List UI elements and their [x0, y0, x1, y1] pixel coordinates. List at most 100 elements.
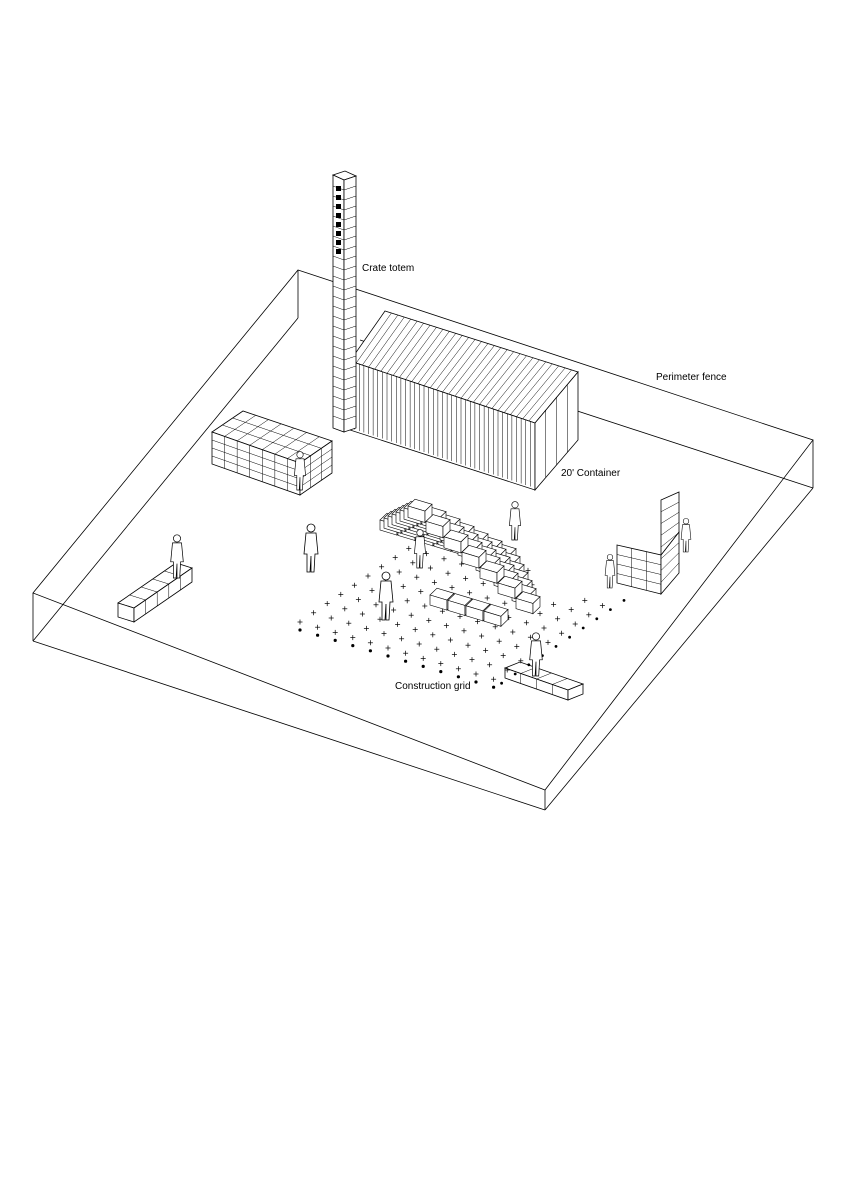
totem-row — [343, 355, 357, 361]
crate-edge — [552, 678, 568, 685]
grid-cross — [572, 621, 578, 627]
container-rib — [405, 329, 444, 380]
grid-cross — [416, 641, 422, 647]
crate-row-left — [117, 562, 193, 623]
grid-cross — [346, 620, 352, 626]
grid-cross — [500, 653, 506, 659]
crate-edge — [660, 501, 680, 512]
crate-edge — [299, 448, 333, 472]
grid-axis-marker — [492, 685, 496, 689]
grid-cross — [568, 607, 574, 613]
grid-axis-marker — [333, 638, 337, 643]
crate-edge — [129, 594, 146, 601]
totem-row — [343, 395, 357, 401]
totem-row — [332, 375, 345, 381]
grid-cross — [599, 603, 605, 609]
grid-cross — [373, 602, 379, 608]
grid-axis-marker — [581, 626, 585, 630]
totem-row — [343, 255, 357, 261]
totem-row — [332, 395, 345, 401]
grid-cross — [332, 629, 338, 635]
grid-cross — [451, 651, 457, 657]
grid-cross — [527, 634, 533, 640]
crate-edge — [237, 419, 269, 442]
grid-axis-marker — [595, 617, 599, 621]
grid-cross — [379, 564, 385, 570]
grid-cross — [385, 645, 391, 651]
container-rib — [460, 347, 501, 399]
grid-cross — [414, 574, 420, 580]
grid-cross — [483, 647, 489, 653]
grid-cross — [480, 581, 486, 587]
grid-cross — [449, 585, 455, 591]
grid-axis-marker — [513, 672, 517, 676]
grid-axis-marker — [404, 659, 408, 663]
totem-row — [343, 385, 357, 391]
grid-cross — [447, 637, 453, 643]
totem-glyph — [336, 231, 341, 236]
grid-cross — [484, 595, 490, 601]
grid-cross — [443, 623, 449, 629]
container-rib — [362, 314, 399, 366]
label-container: 20' Container — [561, 468, 621, 479]
crate — [483, 604, 509, 628]
totem-row — [343, 225, 357, 231]
crate-edge — [249, 423, 282, 446]
grid-cross — [465, 642, 471, 648]
totem-row — [343, 305, 357, 311]
grid-cross — [518, 658, 524, 664]
grid-axis-marker — [316, 633, 320, 637]
grid-cross — [406, 545, 412, 551]
crate — [407, 498, 433, 524]
crate-edge — [660, 512, 680, 524]
totem-row — [332, 385, 345, 391]
crate-edge — [222, 424, 311, 456]
totem-row — [332, 415, 345, 421]
crate-edge — [211, 455, 301, 488]
container-rib — [436, 339, 476, 391]
grid-cross — [510, 629, 516, 635]
totem-row — [343, 335, 357, 341]
crate-wall-right — [616, 491, 680, 596]
person-figure-icon — [378, 571, 394, 621]
person-figure-icon — [604, 554, 616, 589]
totem-row — [332, 345, 345, 351]
crate — [497, 575, 523, 600]
crate-edge — [287, 436, 320, 459]
label-construction-grid: Construction grid — [395, 681, 471, 692]
grid-cross — [467, 590, 473, 596]
totem-glyph — [336, 213, 341, 218]
grid-cross — [418, 589, 424, 595]
container-rib — [454, 345, 495, 397]
grid-axis-marker — [568, 635, 571, 639]
crate-edge — [141, 586, 158, 593]
grid-cross — [297, 619, 303, 625]
totem-row — [332, 255, 345, 261]
crate-edge — [152, 578, 169, 585]
grid-cross — [551, 601, 557, 607]
crate-edge — [660, 542, 680, 559]
grid-cross — [504, 667, 510, 673]
container-rib — [429, 337, 469, 389]
totem-row — [343, 345, 357, 351]
grid-cross — [463, 575, 469, 581]
grid-cross — [400, 583, 406, 589]
shipping-container — [349, 310, 579, 492]
totem-row — [332, 325, 345, 331]
grid-cross — [399, 636, 405, 642]
person-figure-icon — [303, 523, 319, 573]
grid-cross — [367, 640, 373, 646]
grid-cross — [455, 666, 461, 672]
container-rib — [497, 359, 540, 411]
crate-edge — [211, 447, 301, 480]
person-figure-icon — [529, 632, 543, 677]
crate-edge — [211, 439, 301, 472]
grid-cross — [427, 565, 433, 571]
grid-cross — [338, 591, 344, 597]
container-rib — [510, 363, 553, 415]
grid-axis-marker — [500, 681, 503, 685]
perimeter-fence — [32, 269, 814, 811]
crate-bench-front — [503, 661, 585, 701]
container-rib — [355, 312, 392, 364]
grid-cross — [492, 624, 498, 630]
